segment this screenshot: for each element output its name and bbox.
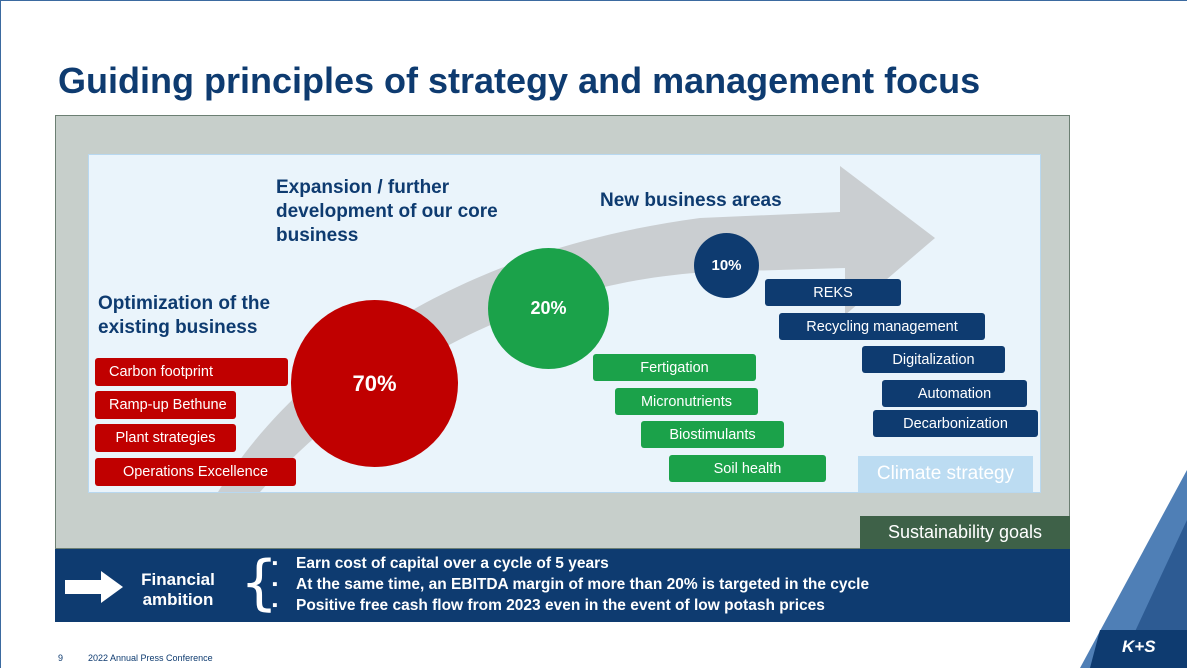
financial-bullet: ▪Positive free cash flow from 2023 even … — [272, 597, 825, 614]
circle-70-percent: 70% — [291, 300, 458, 467]
tag-operations-excellence: Operations Excellence — [95, 458, 296, 486]
frame-left-line — [0, 0, 1, 668]
ks-logo: K+S — [1122, 637, 1156, 656]
tag-automation: Automation — [882, 380, 1027, 407]
tag-plant-strategies: Plant strategies — [95, 424, 236, 452]
heading-new-business: New business areas — [600, 190, 782, 211]
page-title: Guiding principles of strategy and manag… — [58, 60, 981, 101]
financial-bullets: ▪Earn cost of capital over a cycle of 5 … — [272, 553, 869, 616]
tag-decarbonization: Decarbonization — [873, 410, 1038, 437]
tag-micronutrients: Micronutrients — [615, 388, 758, 415]
financial-ambition-bar — [55, 549, 1070, 622]
heading-optimization: Optimization of the existing business — [98, 293, 271, 338]
financial-bullet: ▪At the same time, an EBITDA margin of m… — [272, 576, 870, 593]
heading-expansion: Expansion / further development of our c… — [276, 177, 498, 246]
circle-20-percent: 20% — [488, 248, 609, 369]
sustainability-goals-label: Sustainability goals — [860, 516, 1070, 549]
tag-recycling-management: Recycling management — [779, 313, 985, 340]
arrow-right-icon — [65, 571, 123, 603]
brace-symbol: { — [240, 548, 279, 618]
page-number: 9 — [58, 653, 64, 663]
circle-10-percent: 10% — [694, 233, 759, 298]
tag-reks: REKS — [765, 279, 901, 306]
climate-strategy-label: Climate strategy — [858, 456, 1033, 492]
tag-carbon-footprint: Carbon footprint — [95, 358, 288, 386]
tag-soil-health: Soil health — [669, 455, 826, 482]
tag-biostimulants: Biostimulants — [641, 421, 784, 448]
tag-digitalization: Digitalization — [862, 346, 1005, 373]
frame-top-line — [0, 0, 1187, 1]
footer-text: 2022 Annual Press Conference — [88, 653, 213, 663]
financial-bullet: ▪Earn cost of capital over a cycle of 5 … — [272, 555, 609, 572]
tag-ramp-up-bethune: Ramp-up Bethune — [95, 391, 236, 419]
financial-ambition-label: Financial ambition — [141, 570, 215, 609]
tag-fertigation: Fertigation — [593, 354, 756, 381]
